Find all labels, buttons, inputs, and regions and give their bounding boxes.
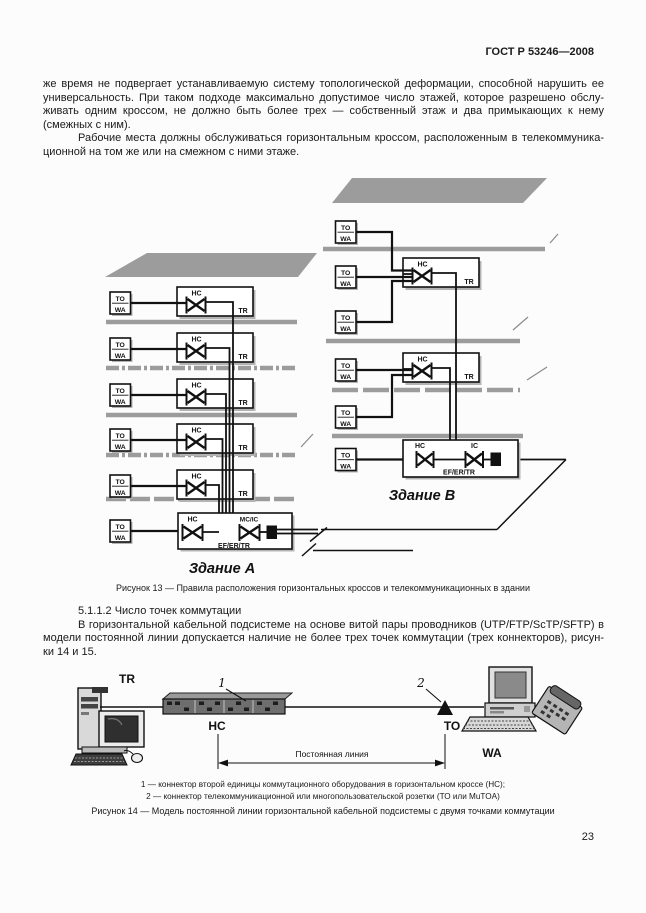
hc-box (175, 377, 257, 413)
body-line: (смежных с ним). (43, 118, 131, 131)
body-line: же время не подвергает устанавливаемую с… (43, 78, 604, 90)
figure-13-diagram: TO WA HC TR (105, 178, 567, 577)
equipment-room-b: HC IC EF/ER/TR (402, 439, 521, 480)
perspective-tick (512, 316, 529, 331)
keyboard-icon (70, 753, 128, 766)
note-line: 1 — коннектор второй единицы коммутацион… (140, 780, 506, 789)
workstation-keyboard-icon (460, 716, 538, 732)
perspective-tick (549, 233, 559, 244)
perspective-tick (300, 433, 314, 448)
hc-box (175, 285, 257, 321)
to-label: ТО (444, 719, 460, 733)
hc-box (401, 256, 483, 292)
hc-label: HC (187, 517, 197, 524)
figure-13-caption: Рисунок 13 — Правила расположения горизо… (116, 583, 530, 593)
towa-box (334, 405, 359, 431)
body-line: универсальность. При таком подходе макси… (43, 91, 604, 104)
hc-box (401, 351, 483, 387)
hc-box (175, 422, 257, 458)
callout-1-line (225, 688, 247, 702)
figure-14-caption: Рисунок 14 — Модель постоянной линии гор… (91, 806, 555, 816)
body-line: В горизонтальной кабельной подсистеме на… (78, 618, 604, 631)
towa-box (334, 358, 359, 384)
perspective-tick (526, 366, 548, 381)
section-heading: 5.1.1.2 Число точек коммутации (78, 605, 242, 617)
building-a-roof (105, 253, 317, 277)
hc-label: HC (415, 443, 425, 450)
figure-14-diagram: TR (70, 666, 583, 769)
hc-label: НС (208, 719, 226, 733)
campus-connector (266, 525, 277, 539)
horizontal-links-b (356, 230, 417, 461)
towa-box (109, 428, 134, 454)
section-5112: 5.1.1.2 Число точек коммутации В горизон… (43, 605, 604, 659)
building-b-label: Здание B (389, 488, 455, 504)
towa-box (109, 519, 134, 545)
ef-er-tr-label: EF/ER/TR (443, 470, 475, 477)
campus-connector (490, 452, 501, 466)
page-number: 23 (581, 831, 594, 843)
wa-label: WA (482, 746, 502, 760)
phone-icon (531, 685, 583, 735)
hc-box (175, 331, 257, 367)
intro-paragraphs: же время не подвергает устанавливаемую с… (43, 78, 604, 160)
mouse-icon (123, 749, 144, 764)
ef-er-tr-label: EF/ER/TR (218, 543, 250, 550)
callout-2-line (425, 688, 442, 703)
workstation-monitor-icon (484, 666, 536, 718)
permanent-link-dimension: Постоянная линия (217, 734, 446, 769)
body-line: ки 14 и 15. (43, 645, 97, 658)
building-a-label: Здание A (189, 561, 255, 577)
tr-label: TR (119, 672, 135, 686)
equipment-room-a: HC MC/IC EF/ER/TR (177, 512, 295, 552)
figure-14-notes: 1 — коннектор второй единицы коммутацион… (20, 779, 626, 803)
towa-box (109, 337, 134, 363)
body-line: Рабочие места должны обслуживаться гориз… (78, 132, 604, 145)
towa-box (334, 310, 359, 336)
callout-2: 2 (416, 676, 425, 690)
crt-monitor-icon (81, 710, 145, 754)
body-line: живать одним кроссом, не должно быть бол… (43, 105, 604, 118)
building-b-roof (332, 178, 547, 203)
towa-box (109, 474, 134, 500)
horizontal-links-a (130, 301, 187, 533)
connector-triangle (437, 700, 453, 715)
towa-box (109, 291, 134, 317)
towa-box (334, 447, 359, 474)
note-line: 2 — коннектор телекоммуникационной или м… (146, 791, 500, 801)
ic-label: IC (471, 443, 478, 450)
hc-box (175, 468, 257, 504)
mcic-label: MC/IC (240, 517, 259, 524)
body-line: ционной на том же или на смежном с ними … (43, 145, 300, 158)
body-line: модели постоянной линии допускается нали… (43, 632, 604, 645)
permanent-link-label: Постоянная линия (295, 749, 368, 759)
towa-box (109, 383, 134, 409)
towa-box (334, 265, 359, 291)
patch-panel-icon (161, 692, 294, 715)
page-header: ГОСТ Р 53246—2008 (485, 46, 594, 58)
towa-box (334, 220, 359, 246)
callout-1: 1 (218, 676, 226, 690)
